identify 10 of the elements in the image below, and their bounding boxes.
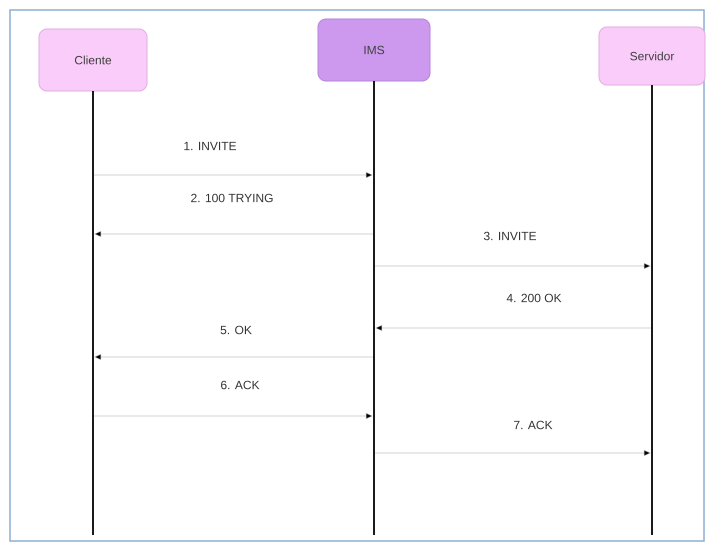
lifeline-box: Servidor	[598, 26, 706, 86]
message-label: 5. OK	[219, 324, 253, 336]
message-label: 4. 200 OK	[505, 292, 563, 304]
message-label: 1. INVITE	[182, 140, 238, 152]
message-label: 3. INVITE	[482, 230, 538, 242]
message-label: 7. ACK	[512, 420, 554, 430]
lifeline-box: Cliente	[38, 28, 148, 92]
lifeline-box: IMS	[318, 18, 430, 82]
message-label: 6. ACK	[219, 380, 261, 390]
message-label: 2. 100 TRYING	[190, 192, 274, 204]
